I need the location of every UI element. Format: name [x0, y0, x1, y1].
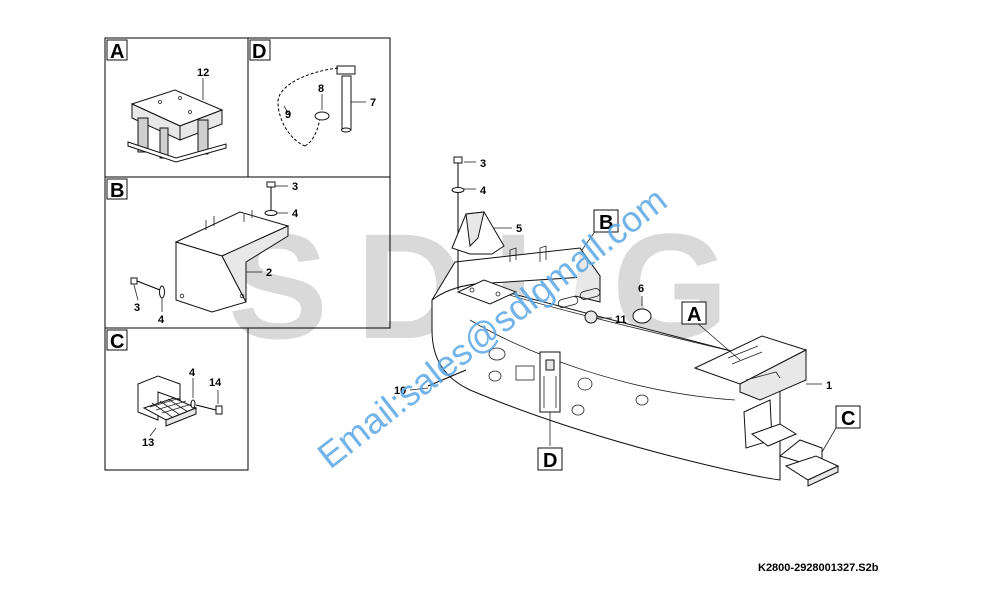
panel-a: A 12	[106, 39, 227, 163]
panel-b-letter: B	[110, 180, 124, 202]
part-9-chain	[277, 67, 339, 147]
part-label: 4	[292, 208, 299, 220]
bolt-upper	[264, 181, 288, 216]
bolt-lower	[130, 277, 165, 312]
part-label: 3	[134, 302, 140, 314]
part-8-clip	[314, 94, 330, 121]
part-13-step	[137, 375, 198, 437]
part-2-cover	[174, 210, 290, 313]
svg-text:B: B	[599, 212, 613, 234]
panel-d-letter: D	[252, 41, 266, 63]
detail-panels	[104, 37, 391, 471]
callout-b: B	[593, 209, 619, 234]
panel-d: D 8 7 9	[249, 39, 376, 147]
bolt-14	[190, 378, 223, 415]
svg-text:D: D	[543, 450, 557, 472]
callout-c: C	[835, 405, 861, 430]
part-7-pin	[336, 65, 366, 133]
callout-a: A	[681, 301, 707, 326]
part-label: 4	[158, 314, 165, 326]
part-label: 2	[266, 267, 272, 279]
part-label: 13	[142, 437, 154, 449]
part-label: 6	[638, 283, 644, 295]
reference-code: K2800-2928001327.S2b	[758, 562, 879, 574]
part-label: 4	[480, 185, 487, 197]
part-label: 12	[197, 67, 209, 79]
main-assembly	[409, 156, 840, 487]
part-12-bracket	[127, 78, 227, 163]
panel-c: C 4 14 13	[106, 329, 223, 449]
panel-c-letter: C	[110, 331, 124, 353]
svg-text:A: A	[687, 304, 701, 326]
part-label: 5	[516, 223, 522, 235]
part-label: 8	[318, 83, 324, 95]
part-label: 10	[394, 385, 406, 397]
part-label: 9	[285, 109, 291, 121]
part-label: 1	[826, 380, 832, 392]
part-label: 3	[292, 181, 298, 193]
part-label: 7	[370, 97, 376, 109]
panel-b: B 3 4 2 3 4	[106, 178, 299, 326]
part-label: 11	[615, 314, 627, 326]
part-label: 4	[189, 367, 196, 379]
callout-d: D	[537, 447, 563, 472]
part-label: 14	[209, 377, 222, 389]
panel-a-letter: A	[110, 41, 124, 63]
svg-text:C: C	[841, 408, 855, 430]
part-label: 3	[480, 158, 486, 170]
